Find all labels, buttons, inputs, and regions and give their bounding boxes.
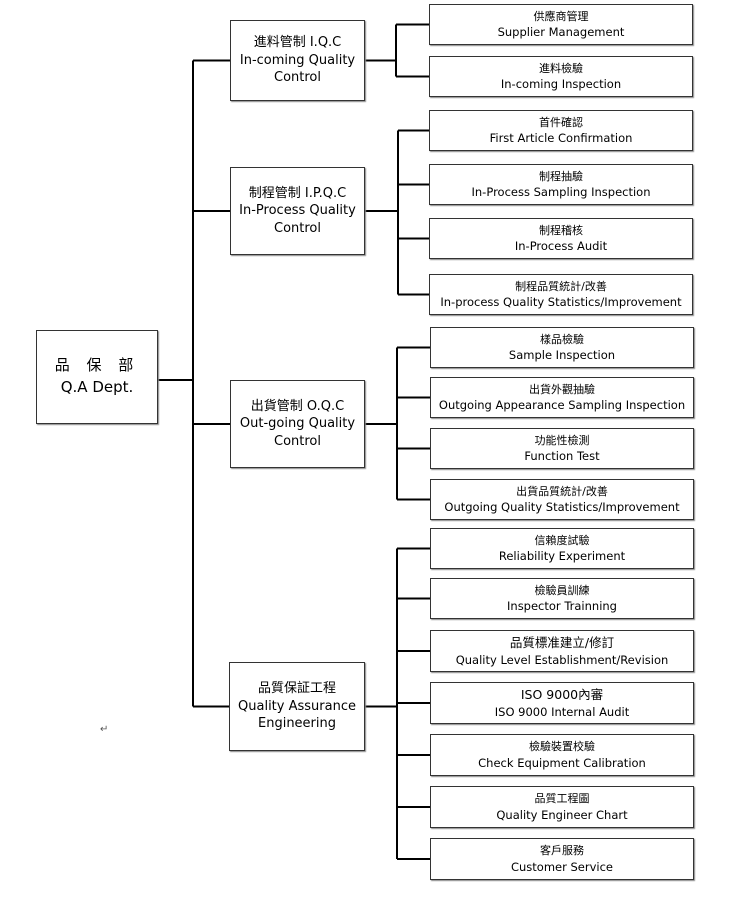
leaf-title-zh: 客戶服務 <box>540 844 584 858</box>
leaf-box-oqc-0: 樣品檢驗 Sample Inspection <box>430 327 694 368</box>
root-title-zh: 品 保 部 <box>54 356 140 375</box>
leaf-title-en: Sample Inspection <box>508 348 616 363</box>
dept-title-en: Control <box>274 433 321 449</box>
leaf-title-en: Check Equipment Calibration <box>478 755 646 770</box>
leaf-title-zh: 出貨外觀抽驗 <box>529 382 595 396</box>
leaf-title-en: ISO 9000 Internal Audit <box>494 704 630 719</box>
leaf-box-oqc-3: 出貨品質統計/改善 Outgoing Quality Statistics/Imp… <box>430 479 694 520</box>
leaf-title-en: Customer Service <box>510 859 614 874</box>
root-title-en: Q.A Dept. <box>60 378 134 396</box>
leaf-title-en: In-coming Inspection <box>500 77 622 92</box>
leaf-box-ipqc-2: 制程稽核 In-Process Audit <box>429 218 693 259</box>
return-mark: ↵ <box>100 724 109 735</box>
leaf-box-iqc-1: 進料檢驗 In-coming Inspection <box>429 56 693 97</box>
leaf-title-zh: 制程抽驗 <box>539 169 583 183</box>
dept-title-en: In-coming Quality <box>239 52 356 68</box>
leaf-title-zh: 出貨品質統計/改善 <box>516 484 608 498</box>
leaf-box-iqc-0: 供應商管理 Supplier Management <box>429 4 693 45</box>
leaf-title-en: Reliability Experiment <box>498 549 626 564</box>
leaf-box-ipqc-1: 制程抽驗 In-Process Sampling Inspection <box>429 164 693 205</box>
leaf-title-en: Function Test <box>524 449 600 464</box>
leaf-title-zh: 供應商管理 <box>533 9 589 23</box>
leaf-box-oqc-2: 功能性檢測 Function Test <box>430 428 694 469</box>
leaf-title-en: Supplier Management <box>497 25 625 40</box>
leaf-title-zh: ISO 9000內審 <box>520 687 604 703</box>
leaf-title-zh: 功能性檢測 <box>534 433 590 447</box>
leaf-title-zh: 進料檢驗 <box>539 61 583 75</box>
leaf-title-en: In-Process Audit <box>514 239 608 254</box>
leaf-title-en: First Article Confirmation <box>489 131 633 146</box>
dept-title-en: Control <box>274 70 321 86</box>
leaf-box-ipqc-0: 首件確認 First Article Confirmation <box>429 110 693 151</box>
leaf-title-en: In-process Quality Statistics/Improvemen… <box>440 295 682 310</box>
leaf-title-zh: 首件確認 <box>539 115 583 129</box>
leaf-title-zh: 信賴度試驗 <box>534 533 590 547</box>
leaf-title-en: Quality Level Establishment/Revision <box>455 652 669 667</box>
dept-title-en: Out-going Quality <box>239 416 356 432</box>
leaf-box-qae-1: 檢驗員訓練 Inspector Trainning <box>430 578 694 619</box>
leaf-title-en: In-Process Sampling Inspection <box>471 185 651 200</box>
leaf-title-en: Outgoing Appearance Sampling Inspection <box>438 398 686 413</box>
leaf-title-en: Quality Engineer Chart <box>496 807 628 822</box>
leaf-title-zh: 品質工程圖 <box>534 792 590 806</box>
root-qa-dept: 品 保 部 Q.A Dept. <box>36 330 158 424</box>
dept-title-en: In-Process Quality <box>239 203 356 219</box>
leaf-title-en: Inspector Trainning <box>507 599 617 614</box>
leaf-title-zh: 檢驗員訓練 <box>534 583 590 597</box>
dept-title-en: Control <box>274 220 321 236</box>
dept-title-zh: 品質保証工程 <box>257 681 336 697</box>
leaf-title-zh: 制程稽核 <box>539 223 583 237</box>
leaf-title-zh: 檢驗裝置校驗 <box>529 740 595 754</box>
dept-title-en: Quality Assurance <box>238 698 356 714</box>
leaf-box-oqc-1: 出貨外觀抽驗 Outgoing Appearance Sampling Inspe… <box>430 377 694 418</box>
leaf-title-en: Outgoing Quality Statistics/Improvement <box>444 500 680 515</box>
leaf-box-ipqc-3: 制程品質統計/改善 In-process Quality Statistics/I… <box>429 274 693 315</box>
leaf-box-qae-0: 信賴度試驗 Reliability Experiment <box>430 528 694 569</box>
dept-title-en: Engineering <box>258 716 336 732</box>
leaf-title-zh: 品質標准建立/修訂 <box>509 635 615 651</box>
dept-title-zh: 出貨管制 O.Q.C <box>250 398 345 414</box>
dept-title-zh: 制程管制 I.P.Q.C <box>248 185 347 201</box>
leaf-title-zh: 制程品質統計/改善 <box>515 279 607 293</box>
dept-title-zh: 進料管制 I.Q.C <box>253 35 342 51</box>
leaf-title-zh: 樣品檢驗 <box>540 332 584 346</box>
